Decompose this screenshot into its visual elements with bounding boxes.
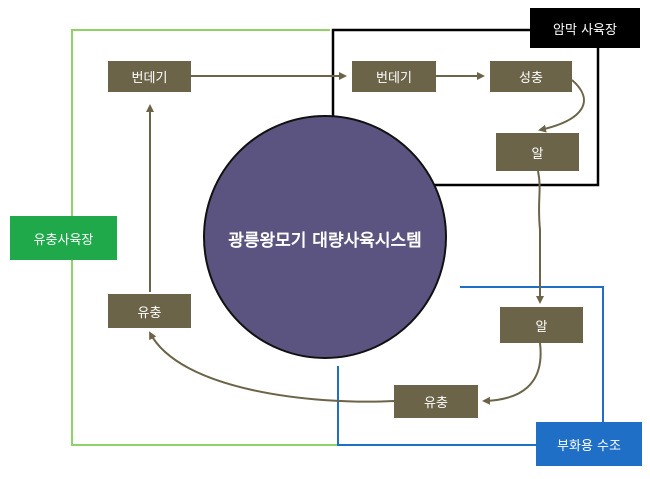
arrow-egg-top-to-egg-bottom: [536, 170, 544, 304]
node-pupa-left: 번데기: [108, 61, 191, 92]
hatching-tank-label: 부화용 수조: [536, 422, 642, 466]
node-adult: 성충: [490, 61, 572, 92]
hatching-tank-border-left: [337, 366, 538, 446]
node-larva-left: 유충: [108, 294, 191, 328]
center-system-circle: [203, 115, 447, 359]
hatching-tank-border: [460, 286, 604, 430]
center-system-label: 광릉왕모기 대량사육시스템: [228, 231, 422, 251]
arrow-egg-bottom-to-larva-bottom: [482, 342, 542, 405]
arrow-adult-to-egg-top: [538, 79, 585, 133]
node-egg-top: 알: [496, 133, 579, 171]
node-egg-bottom: 알: [500, 307, 583, 343]
dark-room-label: 암막 사육장: [530, 8, 640, 48]
node-pupa-right: 번데기: [352, 61, 436, 92]
arrow-larva-bottom-to-larva-left: [149, 331, 395, 403]
larva-room-label: 유충사육장: [10, 216, 117, 260]
node-larva-bottom: 유충: [394, 385, 478, 418]
